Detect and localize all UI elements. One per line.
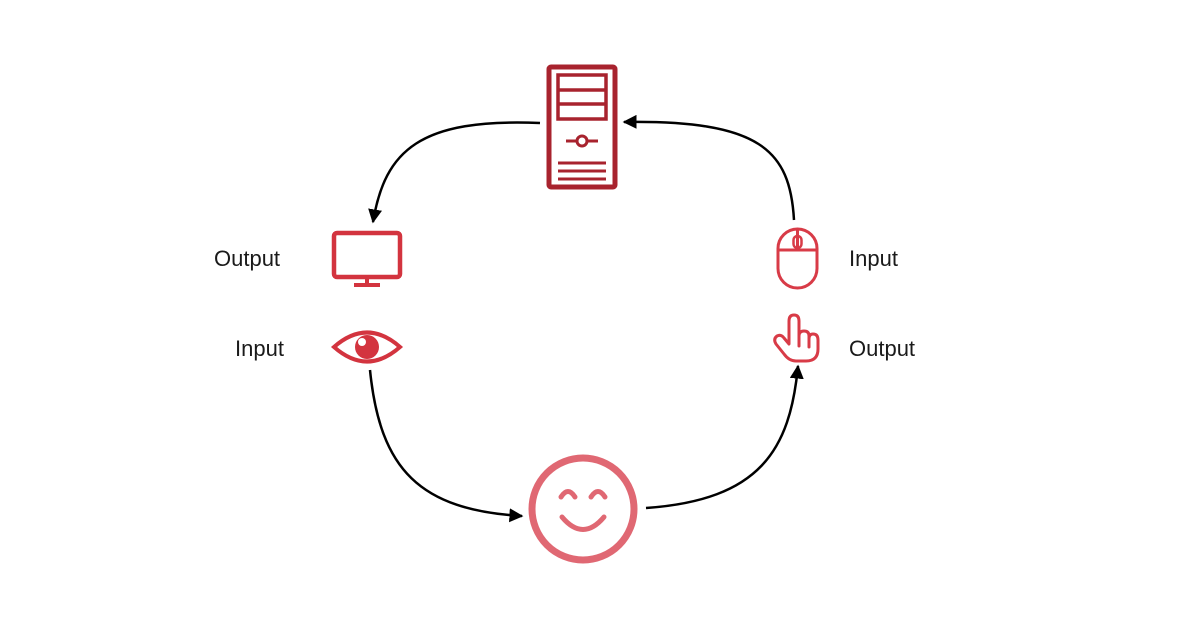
mouse-input-label: Input — [849, 246, 898, 271]
eye-input-label: Input — [235, 336, 284, 361]
monitor-output-label: Output — [214, 246, 281, 271]
hand-output-label: Output — [849, 336, 916, 361]
arrow-user-to-hand — [645, 364, 804, 510]
eye-icon — [330, 330, 404, 364]
pointing-hand-icon — [773, 313, 820, 363]
mouse-icon — [776, 227, 819, 290]
arrow-eye-to-user — [368, 369, 524, 523]
smiley-face-icon — [528, 454, 638, 564]
computer-tower-icon — [546, 64, 618, 190]
arrow-computer-to-monitor — [368, 121, 541, 224]
arrow-mouse-to-computer — [622, 114, 796, 221]
monitor-icon — [331, 230, 403, 287]
